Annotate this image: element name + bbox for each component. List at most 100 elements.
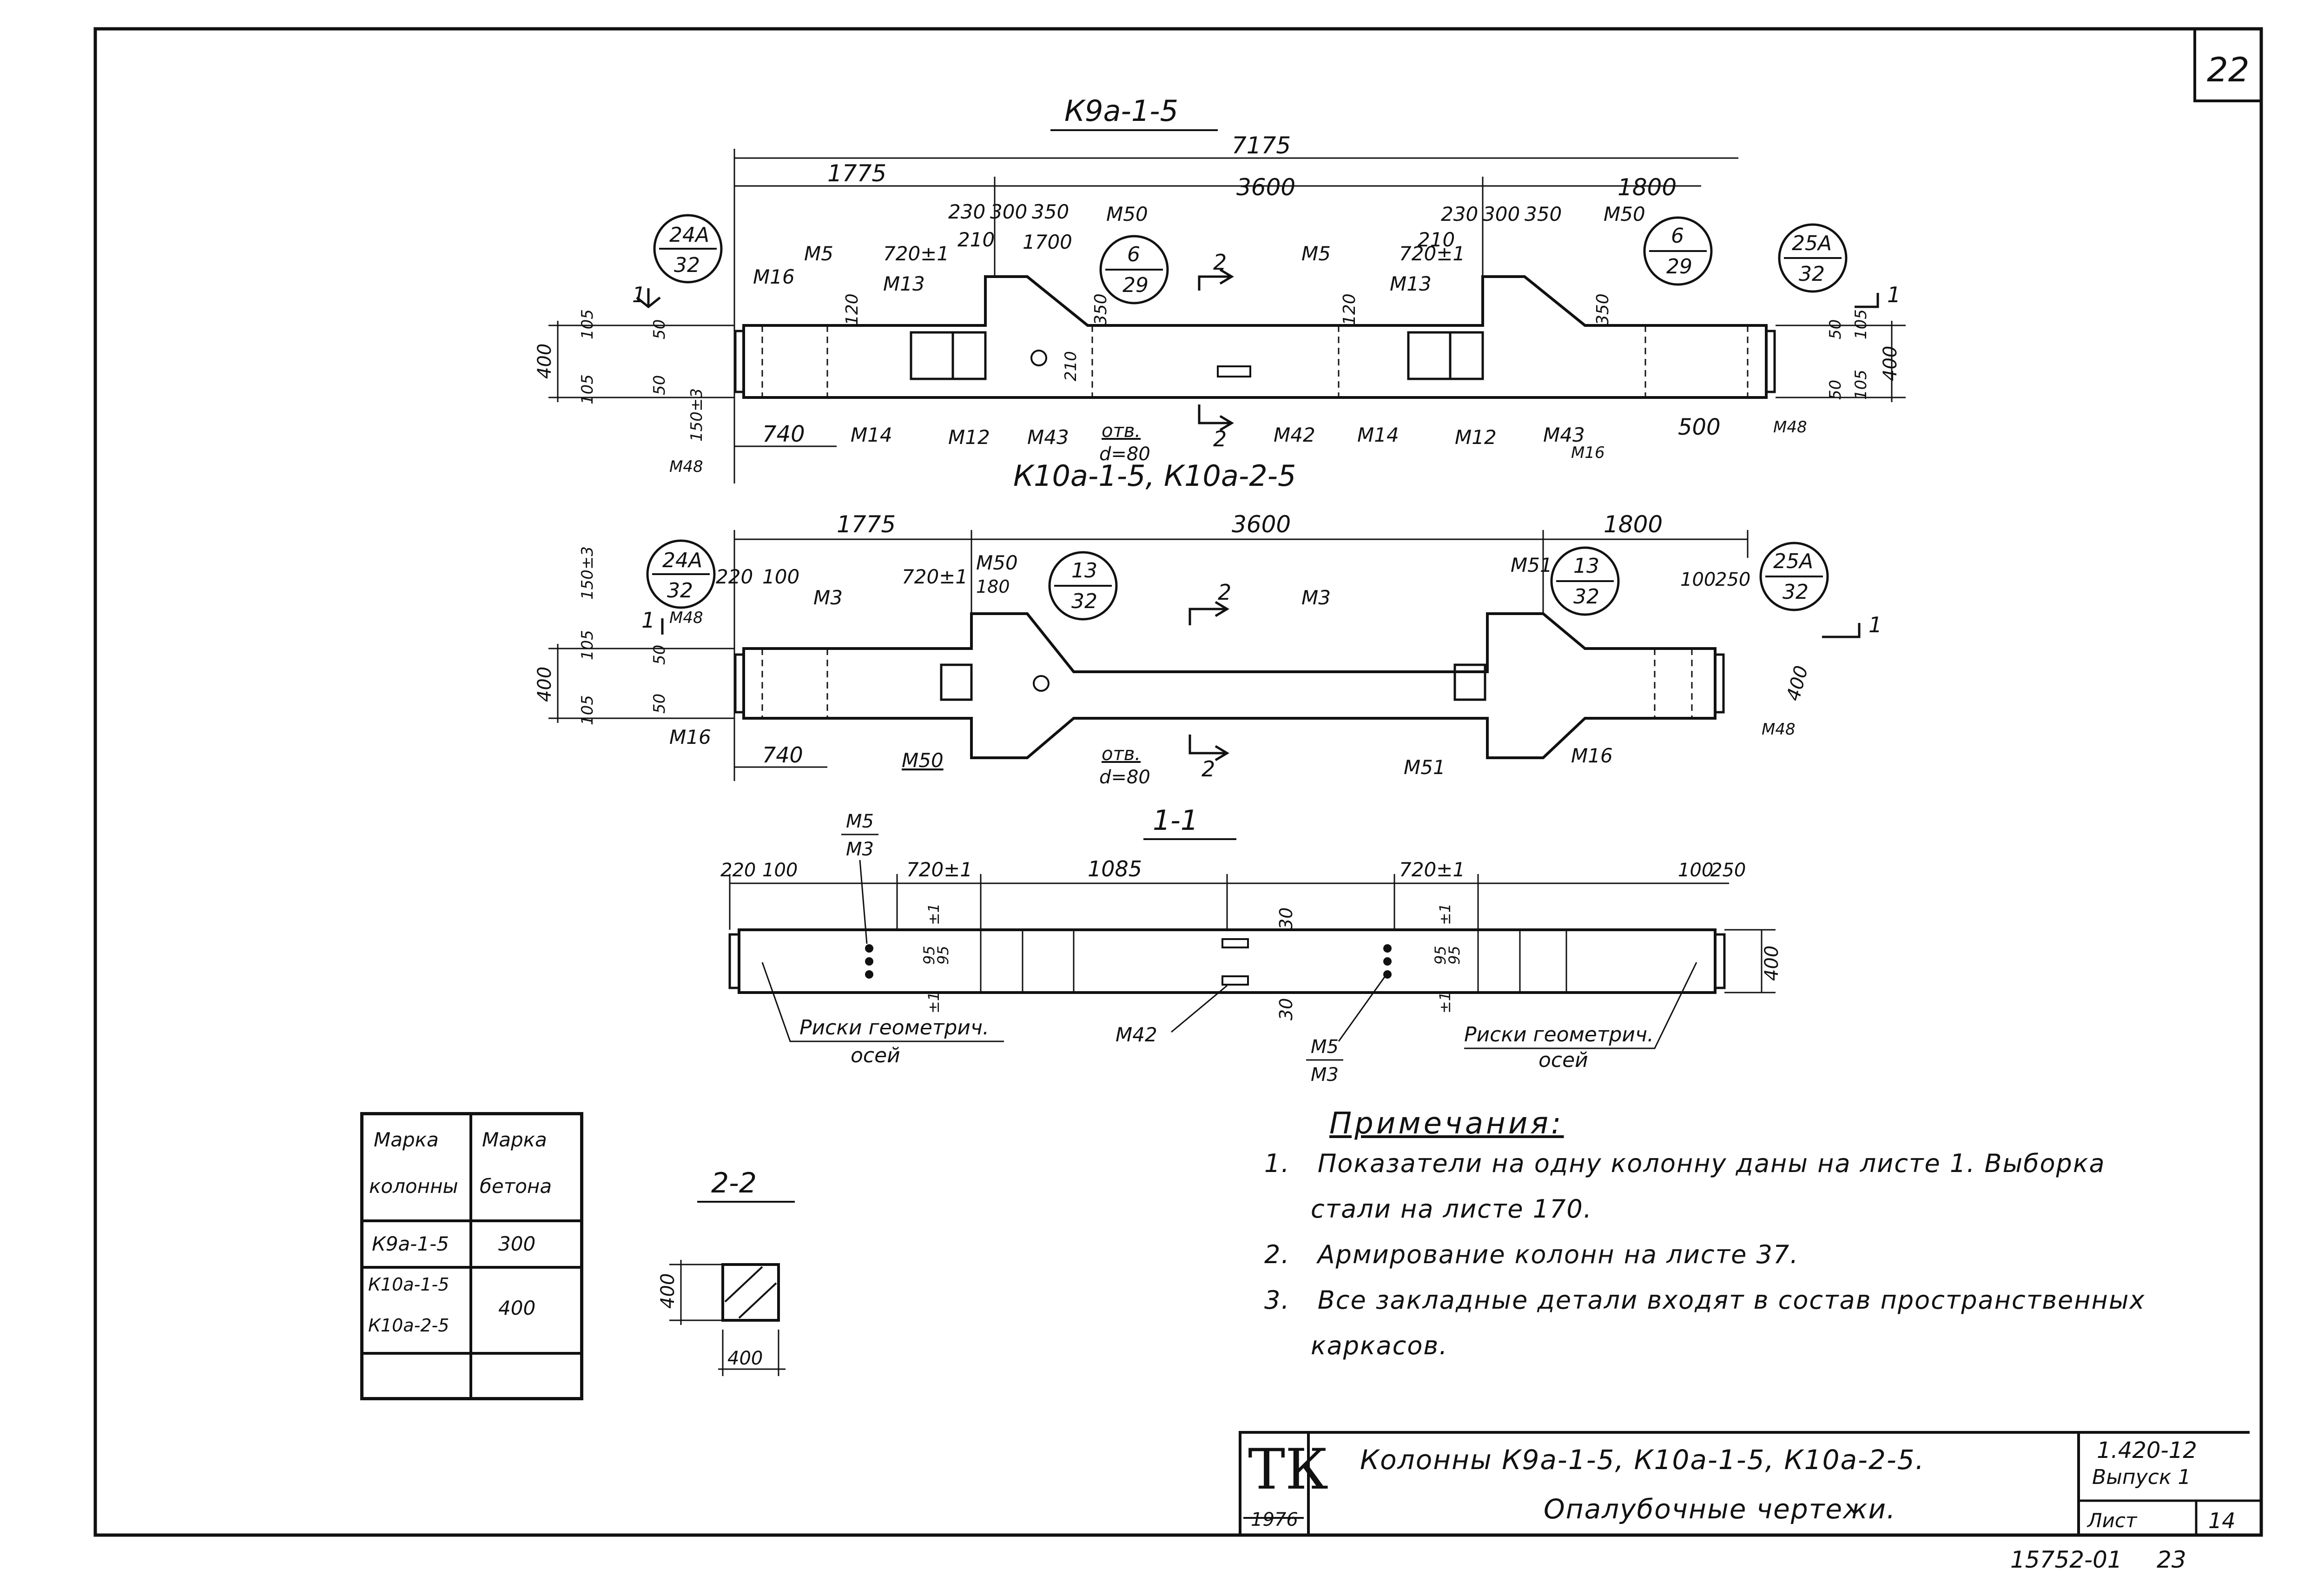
k9a-mark: М13 — [883, 272, 925, 295]
k9a-dim: 50 — [650, 375, 669, 395]
stamp-grid — [1243, 1431, 2261, 1535]
k9a-dim: 300 — [1483, 203, 1520, 225]
k10a-mark: М50 — [902, 749, 944, 772]
k10a-title: К10а-1-5, К10а-2-5 — [1013, 459, 1296, 493]
k10a-dim: 1775 — [837, 511, 896, 538]
k9a-mark: М42 — [1274, 424, 1315, 446]
section-11-mark-bottom: М5 — [1311, 1036, 1339, 1058]
k10a-dim: 3600 — [1232, 511, 1291, 538]
sheet-frame — [93, 27, 2263, 1537]
column-mark: К10а-1-5 — [368, 1274, 449, 1295]
title-block: ТК 1976 Колонны К9а-1-5, К10а-1-5, К10а-… — [1239, 1431, 2250, 1534]
k9a-dim: 230 — [948, 200, 985, 223]
k10a-dim: 250 — [1715, 569, 1750, 590]
k10a-callout: 25А 32 — [1759, 542, 1829, 611]
notes-block: Примечания: 1. Показатели на одну колонн… — [1264, 1106, 2147, 1369]
k9a-dim: М50 — [1604, 203, 1645, 225]
svg-text:25А: 25А — [1773, 550, 1813, 573]
k9a-dim: 50 — [1826, 319, 1845, 339]
k9a-dim: 150±3 — [687, 388, 706, 442]
table-row: К9а-1-5 300 — [363, 1222, 580, 1269]
k10a-section-mark: 1 — [641, 608, 655, 633]
k9a-dim: 720±1 — [883, 242, 949, 265]
section-11-dim: 30 — [1276, 998, 1296, 1020]
k10a-mark: М16 — [669, 726, 711, 748]
k10a-dim: 220 — [716, 565, 753, 588]
k10a-dim: 400 — [1783, 663, 1812, 703]
k9a-dim: 210 — [1418, 228, 1455, 251]
concrete-grade: 300 — [498, 1232, 536, 1255]
k9a-dim: 350 — [1593, 293, 1612, 325]
k9a-mark: М43 — [1543, 424, 1585, 446]
stamp-sheet-label: Лист — [2087, 1509, 2137, 1532]
table-header-col1: Марка — [374, 1128, 439, 1151]
svg-text:6: 6 — [1671, 224, 1684, 248]
section-11-dim: ±1 — [1436, 903, 1454, 925]
section-11-dim: 100 — [762, 860, 798, 881]
section-11-dim: ±1 — [925, 903, 943, 925]
k9a-dim: 500 — [1678, 414, 1721, 440]
k10a-section-mark: 2 — [1218, 580, 1231, 605]
k10a-mark: М3 — [1301, 586, 1331, 609]
k10a-mark: М51 — [1511, 554, 1552, 576]
svg-text:32: 32 — [1799, 262, 1825, 286]
k10a-outline — [742, 612, 1717, 759]
table-row: К10а-1-5 К10а-2-5 400 — [363, 1269, 580, 1355]
k9a-dim: 7175 — [1232, 132, 1291, 159]
k9a-dim: 230 — [1441, 203, 1478, 225]
k9a-mark: М5 — [1301, 242, 1331, 265]
k9a-mark: М16 — [1571, 444, 1605, 462]
stamp-title-line2: Опалубочные чертежи. — [1544, 1493, 1896, 1525]
section-11-dim: ±1 — [1436, 992, 1454, 1013]
k9a-mark: М12 — [948, 426, 990, 449]
section-2-2: 2-2 400 400 — [657, 1167, 795, 1376]
section-11-mark-top: М5 — [846, 811, 874, 832]
k10a-dim: 50 — [650, 645, 669, 665]
k9a-dim: 105 — [578, 309, 597, 339]
k10a-dim: 50 — [650, 694, 669, 714]
k9a-section-mark: 2 — [1213, 426, 1227, 451]
k9a-dim: 350 — [1091, 293, 1110, 325]
table-header-col1: колонны — [369, 1175, 458, 1198]
k9a-mark: М5 — [804, 242, 833, 265]
section-11-dim: 30 — [1276, 907, 1296, 930]
view-k10a: К10а-1-5, К10а-2-5 1775 3600 1800 220 10… — [534, 459, 1882, 788]
section-11-dim: 220 — [720, 860, 756, 881]
k9a-dim: 50 — [1826, 380, 1845, 400]
section-11-axis-label: Риски геометрич. — [1464, 1023, 1654, 1046]
stamp-sheet-number: 14 — [2208, 1508, 2236, 1533]
k9a-dim: 210 — [1062, 351, 1080, 381]
column-mark: К10а-2-5 — [368, 1315, 449, 1336]
table-divider — [469, 1115, 472, 1397]
k9a-dim: 120 — [843, 293, 862, 325]
section-22-title: 2-2 — [711, 1167, 757, 1199]
column-mark: К9а-1-5 — [372, 1232, 449, 1255]
section-22-dim-h: 400 — [727, 1348, 763, 1369]
table-header-col2: Марка — [482, 1128, 547, 1151]
table-header-col2: бетона — [480, 1175, 552, 1198]
k9a-title: К9а-1-5 — [1064, 94, 1178, 128]
k9a-section-mark: 1 — [1887, 282, 1901, 307]
svg-text:29: 29 — [1666, 255, 1692, 278]
svg-text:32: 32 — [1071, 589, 1097, 613]
section-11-axis-label: осей — [851, 1044, 900, 1067]
k10a-hole-label: отв. — [1102, 743, 1141, 765]
section-11-dim: 250 — [1710, 860, 1746, 881]
k9a-hole-label: отв. — [1102, 420, 1141, 442]
k9a-dim: 740 — [762, 421, 805, 447]
k9a-dim: 105 — [1852, 370, 1870, 400]
footer-code: 15752-01 — [2010, 1546, 2122, 1573]
k9a-dim: 300 — [990, 200, 1027, 223]
notes-title: Примечания: — [1329, 1106, 1564, 1141]
k10a-dim: 100 — [762, 565, 799, 588]
note-text: Показатели на одну колонну даны на листе… — [1311, 1149, 2106, 1224]
corner-number-box — [2193, 27, 2263, 102]
k10a-mark: М51 — [1404, 756, 1446, 779]
k9a-mark: М13 — [1390, 272, 1432, 295]
note-item: 2. Армирование колонн на листе 37. — [1264, 1232, 2147, 1278]
k9a-dim: 350 — [1525, 203, 1562, 225]
note-item: 1. Показатели на одну колонну даны на ли… — [1264, 1141, 2147, 1232]
stamp-title-line1: Колонны К9а-1-5, К10а-1-5, К10а-2-5. — [1360, 1444, 1925, 1476]
k10a-mark: М16 — [1571, 744, 1613, 767]
